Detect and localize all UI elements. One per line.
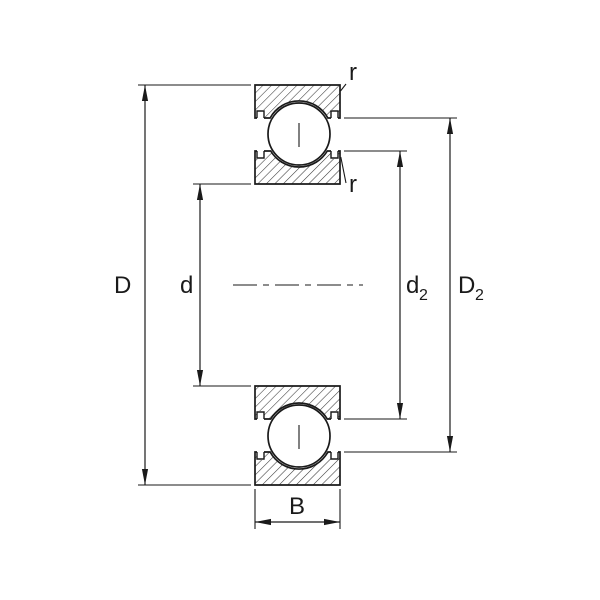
label-radius-inner-r: r	[349, 171, 357, 198]
label-outer-shoulder-D2-base: D	[458, 272, 475, 299]
groove-erase	[331, 149, 338, 159]
inner-ring-bottom-section	[254, 385, 341, 420]
dimension-outer-shoulder-D2: D 2	[344, 117, 484, 453]
radius-callout-inner: r	[340, 156, 357, 198]
groove-erase	[331, 110, 338, 120]
groove-notch-outer-ring-bottom	[256, 452, 339, 460]
dimension-inner-shoulder-d2: d 2	[344, 150, 428, 420]
groove-notch-inner-ring-top	[256, 151, 339, 159]
groove-erase	[331, 411, 338, 421]
groove-erase	[257, 149, 264, 159]
label-outer-shoulder-D2-subscript: 2	[475, 287, 484, 304]
label-width-B: B	[289, 493, 305, 520]
groove-erase	[331, 450, 338, 460]
bearing-section-bottom	[254, 385, 341, 486]
groove-notch-outer-ring-top	[256, 110, 339, 118]
groove-notch-inner-ring-bottom	[256, 411, 339, 419]
groove-erase	[257, 450, 264, 460]
radius-callout-top: r	[340, 59, 357, 92]
label-inner-shoulder-d2-base: d	[406, 272, 419, 299]
groove-erase	[257, 411, 264, 421]
groove-erase	[257, 110, 264, 120]
leader-line	[340, 156, 347, 184]
outer-ring-top-section	[254, 84, 341, 119]
bearing-section-top	[254, 84, 341, 185]
dimension-outer-diameter-D: D	[114, 84, 251, 486]
leader-line	[340, 83, 347, 92]
label-radius-top-r: r	[349, 59, 357, 86]
label-outer-diameter-D: D	[114, 272, 131, 299]
dimension-width-B: B	[254, 489, 341, 529]
label-inner-shoulder-d2-subscript: 2	[419, 287, 428, 304]
dimension-bore-d: d	[180, 183, 251, 387]
label-bore-d: d	[180, 272, 193, 299]
